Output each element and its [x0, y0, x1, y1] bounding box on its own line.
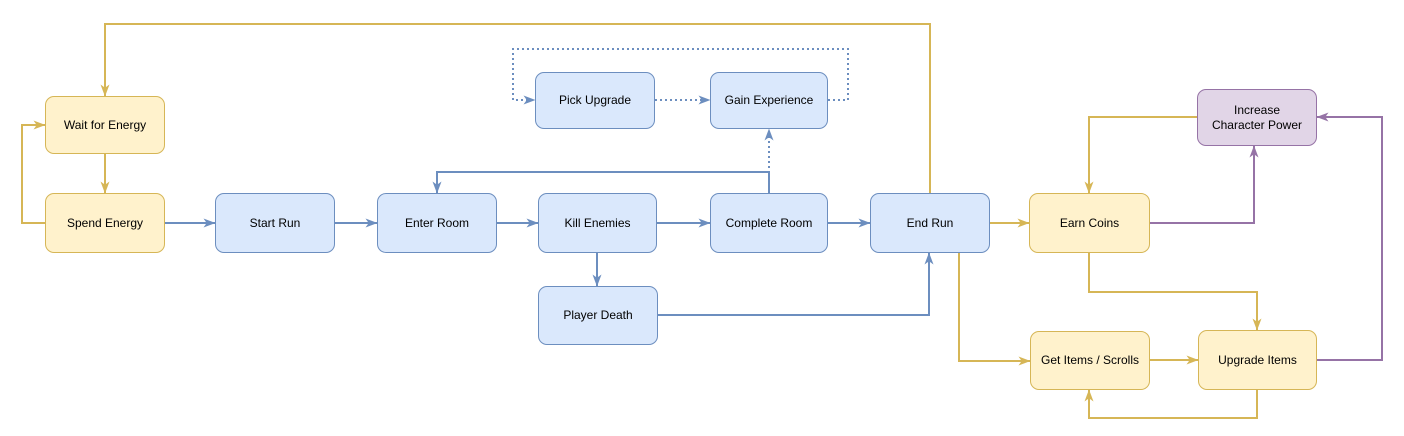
- node-label: Earn Coins: [1059, 215, 1120, 230]
- node-label: Gain Experience: [724, 93, 814, 107]
- node-label: Player Death: [563, 308, 633, 322]
- node-increase-character-power[interactable]: Increase Character Power: [1197, 89, 1317, 146]
- node-label: Kill Enemies: [564, 215, 631, 230]
- node-earn-coins[interactable]: Earn Coins: [1029, 193, 1150, 253]
- edge-earn-coins-to-increase-character-power: [1150, 145, 1259, 224]
- node-end-run[interactable]: End Run: [870, 193, 990, 253]
- node-label: Pick Upgrade: [558, 93, 632, 107]
- node-label: Increase Character Power: [1211, 102, 1303, 132]
- node-label: Enter Room: [404, 215, 470, 230]
- node-complete-room[interactable]: Complete Room: [710, 193, 828, 253]
- edge-upgrade-items-to-increase-character-power: [1316, 112, 1383, 361]
- edge-gain-experience-to-pick-upgrade: [512, 48, 849, 105]
- edge-end-run-to-wait-for-energy: [100, 23, 931, 193]
- node-label: End Run: [906, 215, 954, 230]
- node-player-death[interactable]: Player Death: [538, 286, 658, 345]
- node-pick-upgrade[interactable]: Pick Upgrade: [535, 72, 655, 129]
- node-kill-enemies[interactable]: Kill Enemies: [538, 193, 657, 253]
- node-get-items-scrolls[interactable]: Get Items / Scrolls: [1030, 331, 1150, 390]
- node-label: Start Run: [249, 215, 301, 230]
- edge-earn-coins-to-upgrade-items: [1088, 253, 1262, 331]
- node-label: Complete Room: [725, 215, 813, 230]
- edge-increase-character-power-to-earn-coins: [1084, 116, 1197, 194]
- edge-complete-room-to-enter-room: [432, 171, 770, 194]
- edge-end-run-to-get-items-scrolls: [958, 253, 1031, 366]
- edge-upgrade-items-to-get-items-scrolls: [1084, 389, 1258, 419]
- node-start-run[interactable]: Start Run: [215, 193, 335, 253]
- node-label: Get Items / Scrolls: [1040, 353, 1140, 367]
- edge-spend-energy-to-wait-for-energy: [21, 120, 46, 224]
- node-enter-room[interactable]: Enter Room: [377, 193, 497, 253]
- node-upgrade-items[interactable]: Upgrade Items: [1198, 330, 1317, 390]
- node-label: Spend Energy: [66, 215, 144, 230]
- node-spend-energy[interactable]: Spend Energy: [45, 193, 165, 253]
- node-wait-for-energy[interactable]: Wait for Energy: [45, 96, 165, 154]
- edge-player-death-to-end-run: [658, 252, 934, 316]
- node-label: Upgrade Items: [1218, 352, 1297, 367]
- node-label: Wait for Energy: [63, 117, 147, 132]
- node-gain-experience[interactable]: Gain Experience: [710, 72, 828, 129]
